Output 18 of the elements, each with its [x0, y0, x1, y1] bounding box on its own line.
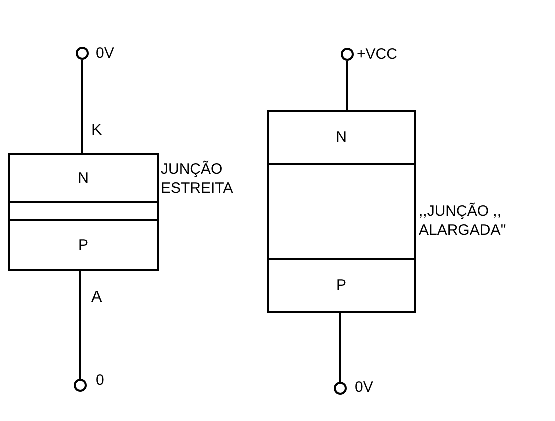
lead-wire [82, 60, 84, 153]
terminal-label: 0 [96, 371, 106, 390]
terminal-name: A [92, 290, 102, 306]
junction-label: JUNÇÃO ESTREITA [161, 160, 234, 198]
terminal-name: K [92, 123, 102, 139]
lead-wire [340, 313, 342, 382]
semiconductor-block [267, 110, 416, 313]
layer-label: P [78, 238, 88, 252]
lead-wire [80, 271, 82, 379]
terminal-label: 0V [355, 378, 374, 397]
layer-label: N [78, 170, 89, 186]
terminal-label: +VCC [357, 45, 398, 64]
terminal-label: 0V [96, 44, 116, 63]
layer-label: P [336, 278, 346, 293]
semiconductor-block [8, 153, 159, 271]
layer-label: N [336, 130, 347, 145]
junction-label: ,,JUNÇÃO ,, ALARGADA'' [419, 202, 508, 240]
lead-wire [346, 61, 348, 110]
